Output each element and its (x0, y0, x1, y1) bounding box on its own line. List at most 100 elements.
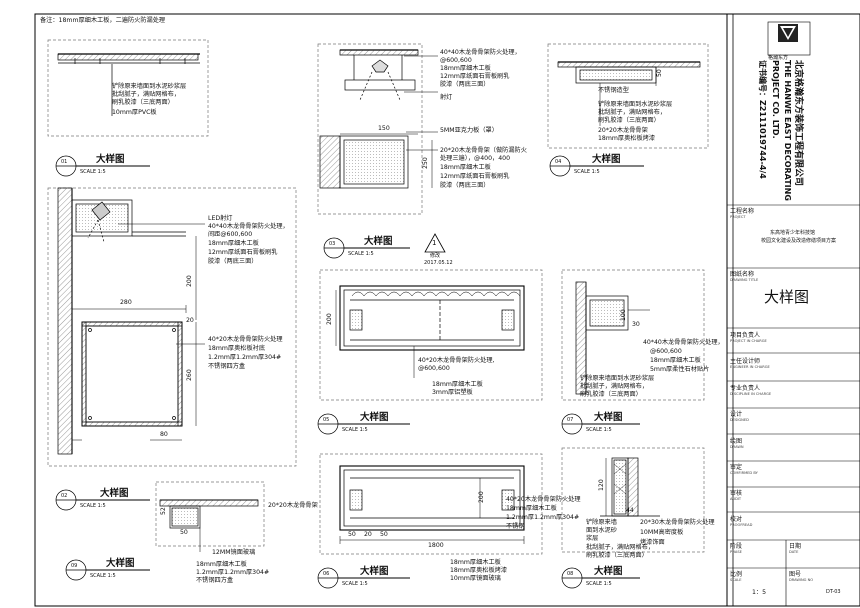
detail-05-number: 05 (323, 417, 330, 423)
note: 18mm厚奥松板衬底 (208, 345, 266, 352)
note: 10mm厚PVC板 (112, 109, 157, 116)
dim: 100 (619, 309, 627, 322)
detail-01-scale: SCALE 1:5 (80, 169, 106, 175)
note: 不锈钢四方盒 (208, 363, 246, 370)
engineer-en: ENGINEER IN CHARGE (730, 365, 770, 369)
drawing-no-value: DT-03 (826, 589, 841, 595)
note: 5mm厚柔性石材贴片 (650, 366, 710, 373)
detail-04-scale: SCALE 1:5 (574, 169, 600, 175)
note: 10mm厚镜面玻璃 (450, 575, 501, 582)
detail-09-scale: SCALE 1:5 (90, 573, 116, 579)
detail-06-number: 06 (323, 571, 330, 577)
dim: 1800 (428, 542, 444, 549)
note: 12MM镜面玻璃 (212, 549, 256, 556)
drawing-no-en: DRAWING NO (789, 578, 814, 582)
date-label: 日期 (789, 543, 802, 550)
note: 18mm厚细木工板 (506, 505, 557, 512)
detail-08-number: 08 (567, 571, 574, 577)
note: 间距@600,600 (208, 231, 253, 238)
note: 18mm厚细木工板 (208, 240, 259, 247)
note: 18mm厚细木工板 (440, 164, 491, 171)
dim: 50 (380, 531, 388, 538)
discipline-en: DISCIPLINE IN CHARGE (730, 392, 772, 396)
detail-04-title: 大样图 (592, 154, 621, 165)
dim: 44 (626, 507, 634, 514)
discipline-label: 专业负责人 (730, 385, 761, 392)
note: 不锈钢 (506, 523, 525, 530)
dim: 200 (185, 275, 193, 288)
detail-05-scale: SCALE 1:5 (342, 427, 368, 433)
note: 批刮腻子，满贴网格布， (586, 544, 655, 551)
note: 不锈钢四方盒 (196, 577, 234, 584)
note: 10MM高密度板 (640, 529, 684, 536)
phase-label: 阶段 (730, 543, 743, 550)
scale-label: 比例 (730, 571, 743, 578)
detail-09-number: 09 (71, 563, 78, 569)
company-logo-text: 格瀚东方 (768, 55, 789, 61)
detail-05-title: 大样图 (360, 412, 389, 423)
project-name-value-1: 东高地青少年科技馆 (770, 230, 816, 236)
company-name-en1: THE HANWE EAST DECORATING (783, 60, 792, 201)
note: 40*40木龙骨骨架防火处理， (208, 223, 289, 230)
note: 铲除原来墙面到水泥砂浆层 (598, 101, 673, 108)
note: 40*20木龙骨骨架防火处理 (208, 336, 283, 343)
note: 胶漆（两底三面） (440, 81, 490, 88)
drawn-en: DRAWN (730, 445, 744, 449)
dim: 30 (632, 321, 640, 328)
detail-08-scale: SCALE 1:5 (586, 581, 612, 587)
note: 面到水泥砂 (586, 527, 617, 534)
note: 批刮腻子，满贴网格布， (598, 109, 667, 116)
note: @600,600 (650, 348, 682, 355)
project-charge-label: 项目负责人 (730, 332, 761, 339)
revision-label: 修改 (430, 253, 441, 259)
detail-03-title: 大样图 (364, 236, 393, 247)
dim: 50 (348, 531, 356, 538)
revision-date: 2017.05.12 (424, 260, 453, 266)
note: 3mm厚铝塑板 (432, 389, 473, 396)
note: 刷乳胶漆（三底两面） (580, 391, 642, 398)
drawing-title-label: 图纸名称 (730, 271, 755, 278)
project-charge-en: PROJECT IN CHARGE (730, 339, 767, 343)
detail-07-scale: SCALE 1:5 (586, 427, 612, 433)
note: 射灯 (440, 94, 453, 101)
note: 18mm厚奥松板烤漆 (450, 567, 508, 574)
project-name-label: 工程名称 (730, 208, 755, 215)
note: 18mm厚细木工板 (450, 559, 501, 566)
note: 1.2mm厚1.2mm厚304# (196, 569, 270, 576)
dim: 52 (159, 507, 167, 516)
note: 不锈钢造型 (598, 87, 629, 94)
detail-06-scale: SCALE 1:5 (342, 581, 368, 587)
note: 胶漆（两底三面） (440, 182, 490, 189)
dim: 260 (185, 369, 193, 382)
detail-02-number: 02 (61, 493, 68, 499)
proofread-en: PROOFREAD (730, 523, 753, 527)
note: 批刮腻子，满贴网格布， (580, 383, 649, 390)
detail-07-number: 07 (567, 417, 574, 423)
scale-en: SCALE (730, 578, 742, 582)
note: 18mm厚细木工板 (650, 357, 701, 364)
scale-value: 1：5 (752, 589, 767, 596)
note: 铲除原来墙 (586, 519, 617, 526)
note: 12mm厚纸面石膏板刷乳 (208, 249, 278, 256)
note: 浆层 (586, 535, 599, 542)
note: 20*20木龙骨骨架 (268, 502, 318, 509)
dim: 50 (655, 69, 663, 78)
designed-label: 设计 (730, 411, 743, 418)
note: 铲除原来墙面到水泥砂浆层 (580, 375, 655, 382)
note: 铲除原来墙面到水泥砂浆层 (112, 83, 187, 90)
audit-en: AUDIT (730, 497, 742, 501)
drawn-label: 绘图 (730, 438, 743, 445)
project-name-en: PROJECT (730, 215, 746, 219)
dim: 280 (120, 299, 132, 306)
detail-09-title: 大样图 (106, 558, 135, 569)
note: 批刮腻子，满贴网格布， (112, 91, 181, 98)
note: 40*40木龙骨骨架防火处理， (643, 339, 724, 346)
revision-number: 1 (432, 239, 437, 247)
note: 胶漆（两底三面） (208, 258, 258, 265)
note: 刷乳胶漆（三底两面） (586, 552, 648, 559)
note: 刷乳胶漆（三底两面） (112, 99, 174, 106)
note: 1.2mm厚1.2mm厚304# (506, 514, 580, 521)
detail-01-title: 大样图 (96, 154, 125, 165)
